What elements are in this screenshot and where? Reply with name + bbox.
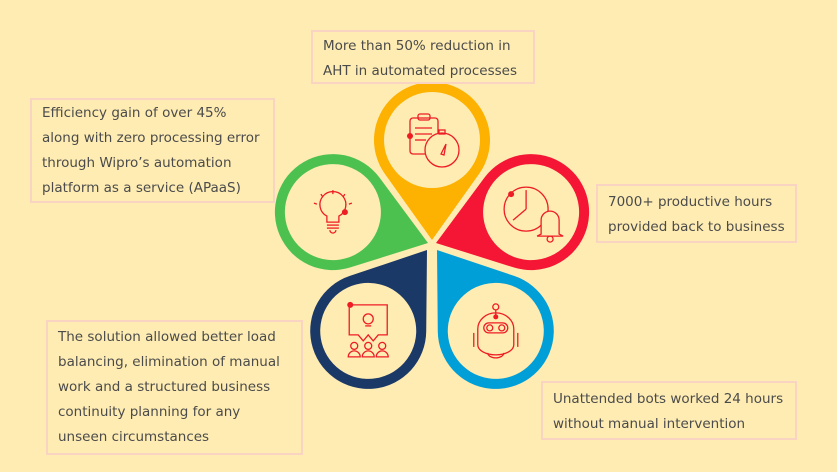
caption-line: AHT in automated processes [323, 63, 518, 79]
caption-line: through Wipro’s automation [42, 155, 232, 171]
caption-right: 7000+ productive hours provided back to … [596, 184, 797, 243]
caption-line: platform as a service (APaaS) [42, 180, 241, 196]
petal-bottom-left [310, 250, 427, 389]
clock-bell-icon [503, 186, 564, 243]
caption-left: Efficiency gain of over 45% along with z… [30, 98, 275, 203]
caption-bottom-left: The solution allowed better load balanci… [46, 320, 303, 455]
presentation-audience-icon [347, 301, 389, 358]
robot-icon [473, 303, 519, 359]
caption-line: along with zero processing error [42, 130, 260, 146]
caption-line: without manual intervention [553, 416, 746, 432]
caption-line: 7000+ productive hours [608, 194, 773, 210]
caption-line: The solution allowed better load [58, 329, 276, 345]
caption-bottom-right: Unattended bots worked 24 hours without … [541, 381, 797, 440]
caption-line: continuity planning for any [58, 404, 241, 420]
petal-right [436, 154, 590, 271]
caption-line: Unattended bots worked 24 hours [553, 391, 784, 407]
caption-line: work and a structured business [58, 379, 271, 395]
lightbulb-icon [313, 190, 353, 234]
caption-line: unseen circumstances [58, 429, 210, 445]
clipboard-stopwatch-icon [407, 113, 460, 168]
caption-line: provided back to business [608, 219, 785, 235]
petal-top [374, 81, 490, 240]
caption-line: Efficiency gain of over 45% [42, 105, 227, 121]
petal-left [274, 154, 428, 271]
petal-bottom-right [437, 250, 554, 389]
caption-line: balancing, elimination of manual [58, 354, 280, 370]
caption-line: More than 50% reduction in [323, 38, 511, 54]
caption-top: More than 50% reduction in AHT in automa… [311, 30, 535, 84]
